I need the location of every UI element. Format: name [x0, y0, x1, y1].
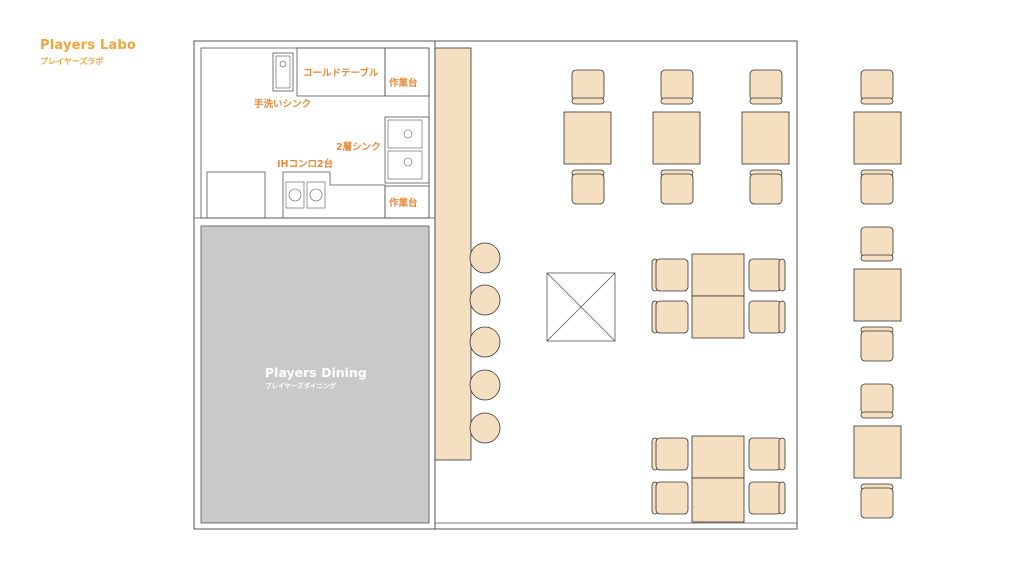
window-table-1	[853, 69, 902, 205]
dining-room-title: Players Dining	[265, 365, 367, 380]
work-table-top	[384, 47, 430, 97]
brand-title: Players Labo	[40, 38, 137, 53]
two-layer-sink	[384, 116, 430, 184]
table-set-1	[563, 69, 612, 205]
table-set-3	[741, 69, 790, 205]
dining-room-subtitle: プレイヤーズダイニング	[265, 381, 336, 390]
storage-unit	[206, 171, 266, 219]
ih-stove-label: IHコンロ2台	[277, 158, 334, 170]
stool-4	[469, 369, 501, 401]
hand-sink-label: 手洗いシンク	[254, 98, 311, 110]
pillar	[546, 272, 616, 342]
cold-table-label: コールドテーブル	[303, 67, 379, 79]
stool-3	[469, 326, 501, 358]
work-table-bottom	[384, 185, 430, 219]
group-table-1	[651, 253, 786, 339]
two-layer-sink-label: 2層シンク	[336, 142, 381, 153]
ih-stove	[282, 171, 386, 218]
work-table-bottom-label: 作業台	[389, 197, 418, 209]
outer-wall	[193, 40, 798, 530]
table-set-2	[652, 69, 701, 205]
stool-2	[469, 284, 501, 316]
work-table-top-label: 作業台	[389, 77, 418, 89]
dining-room	[200, 225, 430, 524]
counter-stools	[469, 242, 501, 444]
counter-bar	[434, 47, 472, 461]
stool-5	[469, 412, 501, 444]
hand-sink	[272, 52, 294, 92]
group-table-2	[651, 435, 786, 523]
stool-1	[469, 242, 501, 274]
brand-subtitle: プレイヤーズラボ	[40, 57, 104, 66]
window-table-2	[853, 226, 902, 362]
window-table-3	[853, 383, 902, 519]
